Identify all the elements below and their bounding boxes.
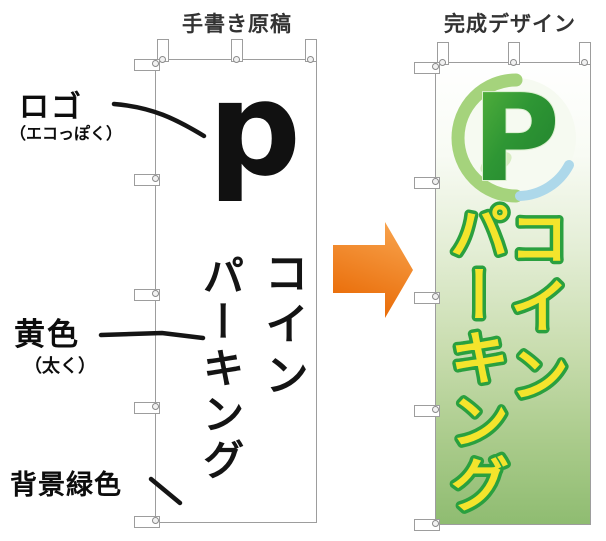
- grommet: [432, 406, 439, 413]
- grommet: [432, 293, 439, 300]
- draft-panel-title: 手書き原稿: [182, 12, 292, 36]
- draft-banner: p コイン パーキング: [134, 39, 317, 528]
- grommet: [152, 403, 159, 410]
- grommet: [152, 517, 159, 524]
- draft-text-column-right: コイン: [257, 250, 308, 403]
- logo-green-swoosh: [451, 73, 523, 203]
- grommet: [581, 59, 588, 66]
- grommet: [152, 175, 159, 182]
- final-banner-text: コイン パーキング: [436, 198, 573, 520]
- grommet: [439, 59, 446, 66]
- final-banner: P コイン パーキング: [414, 42, 591, 531]
- eco-p-logo: P: [451, 69, 576, 209]
- grommet: [432, 178, 439, 185]
- draft-logo-letter: p: [208, 53, 302, 205]
- annotation-logo-note: （エコっぽく）: [10, 124, 123, 143]
- grommet: [432, 63, 439, 70]
- grommet: [152, 290, 159, 297]
- annotation-yellow-label: 黄色: [14, 317, 80, 353]
- grommet: [159, 56, 166, 63]
- annotation-background-label: 背景緑色: [10, 470, 122, 501]
- final-text-column-right: コイン: [499, 207, 569, 411]
- draft-text-column-left: パーキング: [196, 254, 245, 484]
- logo-blue-swoosh: [515, 160, 574, 201]
- grommet: [307, 56, 314, 63]
- annotation-yellow-note: （太く）: [24, 356, 96, 377]
- grommet: [233, 56, 240, 63]
- final-text-column-left: パーキング: [439, 201, 509, 516]
- logo-leaf: [480, 151, 512, 175]
- grommet: [152, 60, 159, 67]
- final-logo-letter: P: [472, 70, 560, 209]
- transformation-arrow-icon: [333, 222, 413, 318]
- grommet: [432, 520, 439, 527]
- annotation-logo-label: ロゴ: [19, 90, 83, 125]
- final-panel-title: 完成デザイン: [444, 12, 576, 36]
- grommet: [510, 59, 517, 66]
